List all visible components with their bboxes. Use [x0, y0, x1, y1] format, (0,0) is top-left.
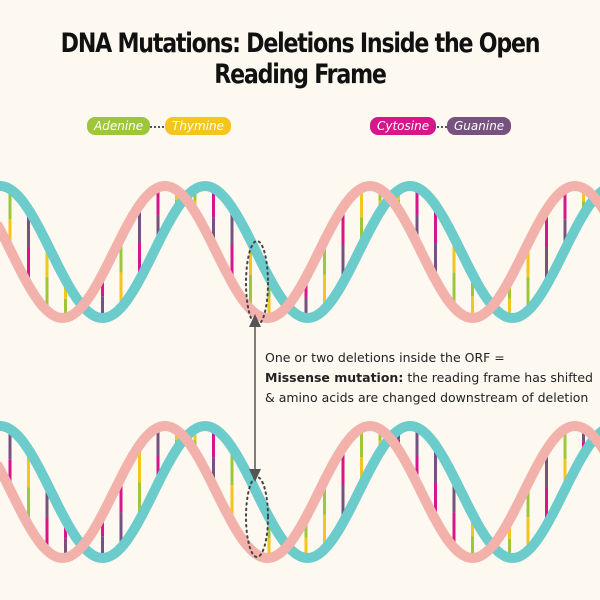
dna-strand-teal — [0, 180, 600, 324]
mutation-annotation: One or two deletions inside the ORF = Mi… — [265, 348, 593, 408]
annotation-line-2: Missense mutation: the reading frame has… — [265, 368, 593, 388]
legend-pair-connector — [150, 126, 164, 128]
annotation-line-1: One or two deletions inside the ORF = — [265, 350, 505, 365]
arrowhead-up-icon — [249, 314, 261, 327]
dna-strand-pink — [0, 420, 600, 564]
dna-strand-pink — [0, 180, 600, 324]
legend-adenine: Adenine — [87, 117, 151, 135]
annotation-line-3: & amino acids are changed downstream of … — [265, 390, 589, 405]
legend-cytosine: Cytosine — [370, 117, 437, 135]
legend-pair-connector — [433, 126, 447, 128]
arrowhead-down-icon — [249, 469, 261, 482]
annotation-line-2-rest: the reading frame has shifted — [403, 370, 593, 385]
dna-helix-mutated — [0, 420, 600, 564]
legend-guanine: Guanine — [447, 117, 512, 135]
annotation-bold: Missense mutation: — [265, 370, 404, 385]
page-title: DNA Mutations: Deletions Inside the Open… — [60, 28, 541, 90]
deletion-marker-bottom — [245, 476, 269, 558]
dna-helix-original — [0, 180, 600, 324]
legend-thymine: Thymine — [165, 117, 232, 135]
dna-strand-teal — [0, 420, 600, 564]
